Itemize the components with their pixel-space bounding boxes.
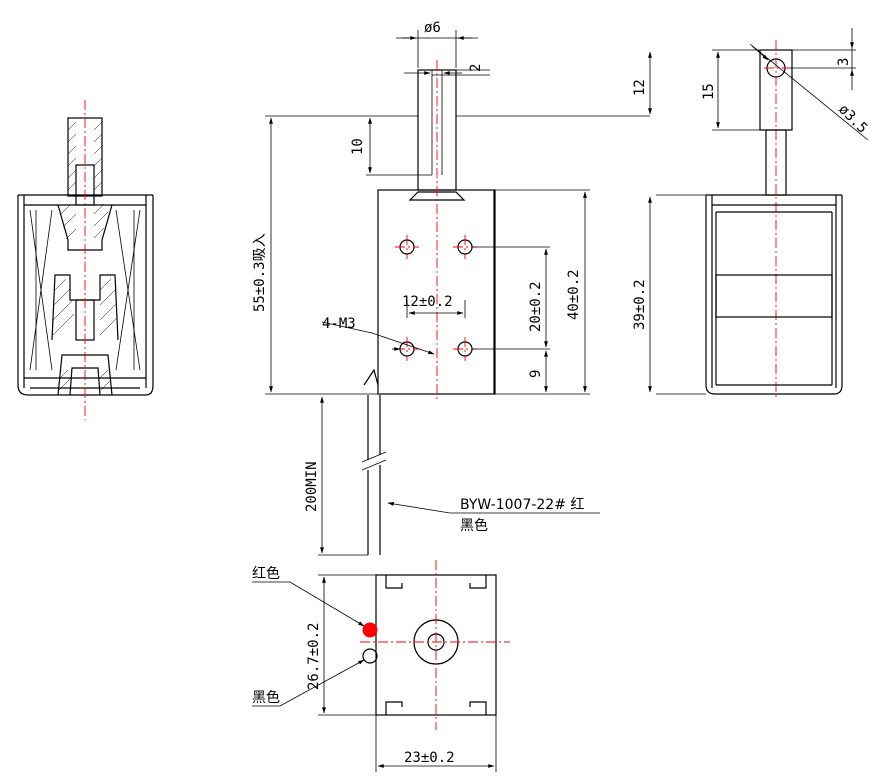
red-terminal [362, 622, 378, 638]
dim-bottom-offset: 9 [528, 370, 544, 378]
dim-slot-depth: 10 [350, 138, 366, 155]
dim-side-eye-height: 15 [701, 83, 717, 100]
red-wire-label: 红色 [252, 565, 280, 582]
bottom-view: 红色 黑色 26.7±0.2 23±0.2 [252, 560, 510, 772]
wire-spec-label: BYW-1007-22# 红 [460, 497, 584, 513]
dim-hole-spacing-v: 20±0.2 [528, 281, 544, 332]
dim-slot-width: 2 [468, 64, 484, 72]
dim-body-height: 40±0.2 [566, 269, 582, 320]
dim-pin-top-height: 12 [632, 79, 648, 96]
side-view: 12 15 3 ø3.5 39±0.2 [632, 28, 870, 400]
section-view [17, 100, 154, 420]
dim-lead-length: 200MIN [304, 461, 320, 512]
front-view: ø6 2 10 55±0.3吸入 12±0.2 20±0.2 40±0.2 9 … [252, 20, 650, 556]
dim-hole-spacing-h: 12±0.2 [402, 294, 453, 310]
dim-bottom-width: 23±0.2 [404, 750, 455, 766]
dim-side-hole-dia: ø3.5 [835, 102, 870, 137]
dim-pin-diameter: ø6 [424, 20, 441, 36]
dim-bottom-depth: 26.7±0.2 [306, 623, 322, 690]
dim-side-hole-offset: 3 [836, 58, 852, 66]
dim-side-body-height: 39±0.2 [632, 279, 648, 330]
black-wire-label: 黑色 [252, 689, 280, 706]
thread-callout: 4-M3 [322, 316, 356, 332]
wire-black-label: 黑色 [460, 517, 488, 534]
dim-overall-length: 55±0.3吸入 [252, 233, 268, 312]
